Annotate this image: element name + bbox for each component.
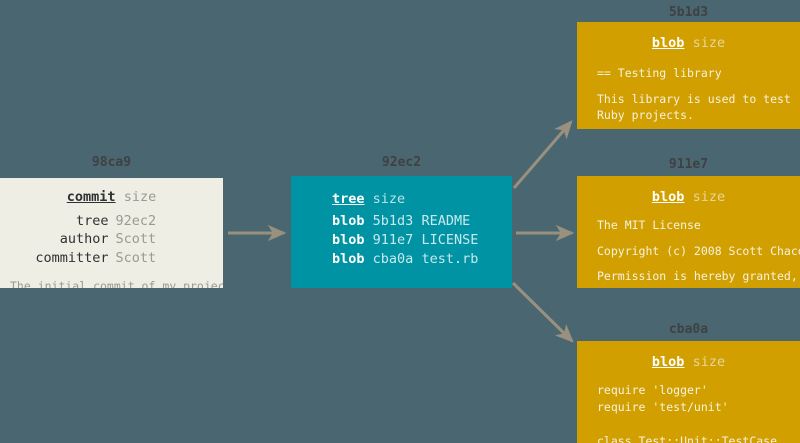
blob-test-size-label: size <box>692 354 726 370</box>
commit-field-row: committer Scott <box>10 249 213 268</box>
node-tree[interactable]: tree size blob 5b1d3 README blob 911e7 L… <box>291 176 512 288</box>
commit-type-label: commit <box>66 189 116 205</box>
hash-label-commit: 98ca9 <box>91 155 132 170</box>
edge-tree-to-blob-readme <box>512 120 573 189</box>
blob-content-line <box>597 259 790 268</box>
blob-license-content: The MIT License Copyright (c) 2008 Scott… <box>577 217 800 288</box>
tree-entry-name: README <box>421 212 471 229</box>
tree-entry-list: blob 5b1d3 README blob 911e7 LICENSE blo… <box>299 212 504 269</box>
blob-content-line: The MIT License <box>597 217 701 232</box>
node-blob-readme[interactable]: blob size == Testing library This librar… <box>577 22 800 129</box>
tree-entry: blob 5b1d3 README <box>332 212 504 231</box>
node-blob-license[interactable]: blob size The MIT License Copyright (c) … <box>577 176 800 288</box>
tree-entry-type: blob <box>332 232 365 248</box>
tree-entry-hash: 5b1d3 <box>372 212 414 229</box>
tree-entry-name: test.rb <box>421 251 479 268</box>
blob-license-type-label: blob <box>651 189 685 205</box>
blob-content-line: require 'test/unit' <box>597 399 729 414</box>
edge-tree-to-blob-test <box>511 281 574 343</box>
tree-entry-type: blob <box>332 212 365 229</box>
hash-label-blob-license: 911e7 <box>668 157 709 172</box>
commit-message: The initial commit of my project <box>10 278 223 288</box>
commit-field-value: Scott <box>115 231 157 248</box>
blob-test-type-label: blob <box>651 354 685 370</box>
commit-field-list: tree 92ec2 author Scott committer Scott <box>10 212 213 268</box>
node-blob-test[interactable]: blob size require 'logger' require 'test… <box>577 341 800 443</box>
blob-test-header: blob size <box>577 355 800 370</box>
blob-readme-size-label: size <box>692 35 726 51</box>
commit-field-key: author <box>59 231 109 248</box>
commit-field-row: author Scott <box>10 230 213 249</box>
commit-size-label: size <box>123 189 157 205</box>
tree-entry-hash: cba0a <box>372 251 414 268</box>
blob-content-line <box>597 82 790 91</box>
commit-field-value: 92ec2 <box>115 212 157 229</box>
tree-type-label: tree <box>332 191 365 207</box>
hash-label-blob-test: cba0a <box>668 322 709 337</box>
commit-header: commit size <box>10 190 213 205</box>
blob-content-line: Ruby projects. <box>597 108 694 123</box>
tree-entry-name: LICENSE <box>421 232 479 248</box>
commit-field-key: tree <box>76 212 109 229</box>
blob-content-line: == Testing library <box>597 65 722 80</box>
tree-entry: blob cba0a test.rb <box>332 250 504 269</box>
blob-readme-content: == Testing library This library is used … <box>577 65 800 124</box>
blob-readme-header: blob size <box>577 36 800 51</box>
tree-entry: blob 911e7 LICENSE <box>332 231 504 250</box>
tree-entry-hash: 911e7 <box>372 232 414 248</box>
blob-test-content: require 'logger' require 'test/unit' cla… <box>577 382 800 443</box>
commit-field-row: tree 92ec2 <box>10 212 213 231</box>
blob-content-line: Copyright (c) 2008 Scott Chacon <box>597 243 800 258</box>
node-commit[interactable]: commit size tree 92ec2 author Scott comm… <box>0 178 223 288</box>
blob-content-line: This library is used to test <box>597 91 791 106</box>
blob-content-line: class Test::Unit::TestCase <box>597 434 778 443</box>
blob-content-line: require 'logger' <box>597 382 708 397</box>
blob-content-line <box>597 424 790 433</box>
commit-field-key: committer <box>35 250 109 267</box>
tree-size-label: size <box>372 191 406 207</box>
commit-field-value: Scott <box>115 250 157 267</box>
blob-readme-type-label: blob <box>651 35 685 51</box>
blob-content-line <box>597 415 790 424</box>
blob-content-line: Permission is hereby granted, <box>597 269 798 284</box>
blob-content-line <box>597 234 790 243</box>
blob-license-header: blob size <box>577 190 800 205</box>
blob-license-size-label: size <box>692 189 726 205</box>
blob-content-line: free of charge, to any person <box>597 285 798 288</box>
hash-label-tree: 92ec2 <box>381 155 422 170</box>
tree-header: tree size <box>299 192 504 207</box>
hash-label-blob-readme: 5b1d3 <box>668 5 709 20</box>
tree-entry-type: blob <box>332 251 365 268</box>
